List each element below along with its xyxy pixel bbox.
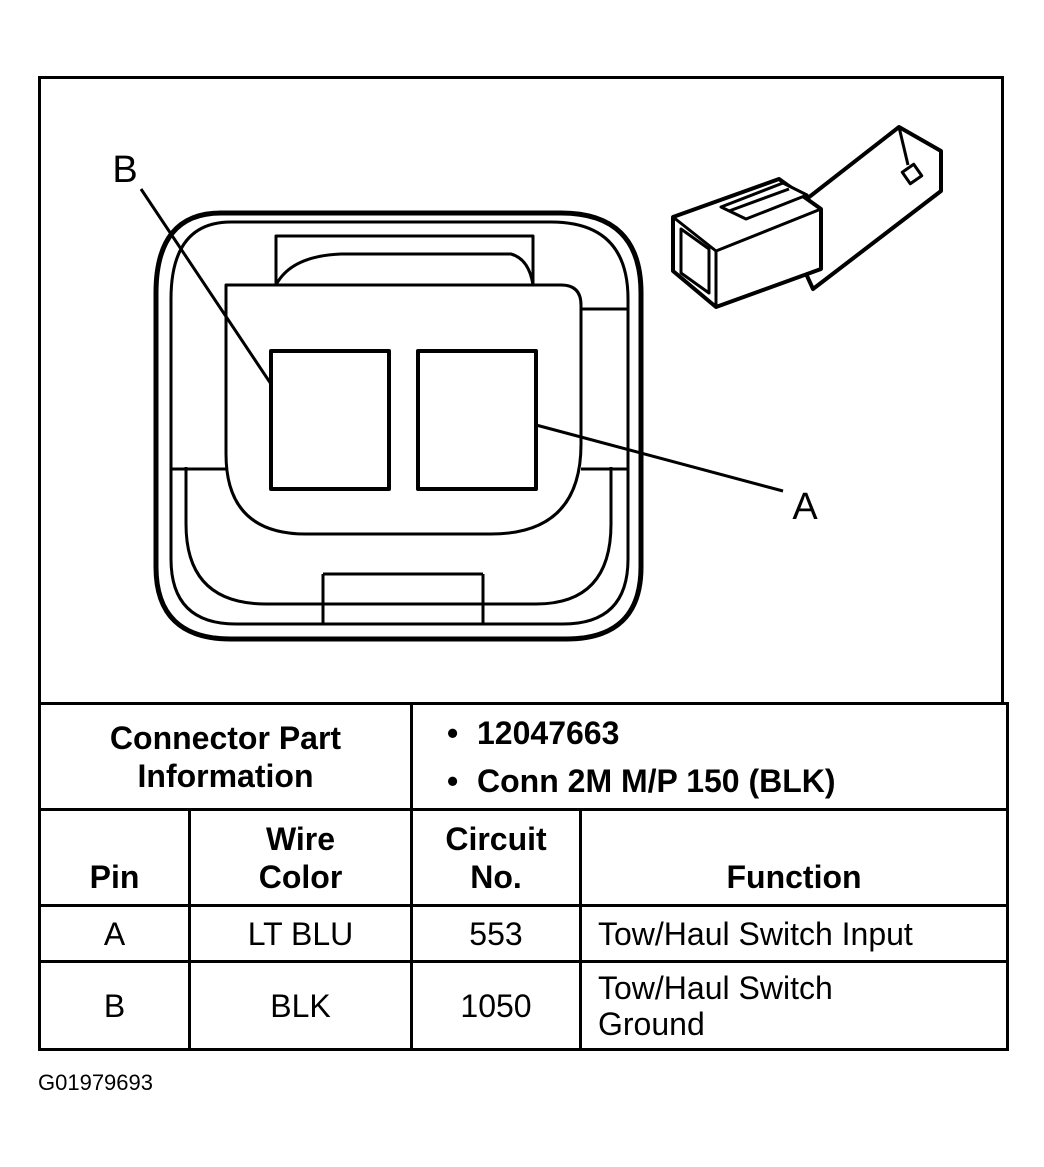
header-function: Function [578, 808, 1010, 907]
callout-b-leader [139, 188, 273, 385]
connector-outer-shell [153, 210, 644, 642]
connector-isometric-view [671, 125, 943, 309]
cell-wire-color: LT BLU [188, 904, 413, 963]
callout-b-label: B [112, 149, 137, 191]
part-info-list: 12047663 Conn 2M M/P 150 (BLK) [413, 709, 1006, 805]
cell-wire-color: BLK [188, 960, 413, 1051]
cavity-pin-b [269, 349, 391, 491]
connector-latch-tab [274, 234, 535, 285]
cavity-pin-a [416, 349, 538, 491]
header-circuit-no: Circuit No. [410, 808, 582, 907]
connector-description: Conn 2M M/P 150 (BLK) [447, 757, 1006, 805]
connector-face-diagram: B A [112, 125, 943, 642]
part-info-values-cell: 12047663 Conn 2M M/P 150 (BLK) [409, 702, 1010, 811]
cell-pin: A [38, 904, 191, 963]
part-info-row: Connector Part Information 12047663 Conn… [38, 702, 1010, 811]
callout-a-label: A [792, 486, 818, 528]
callout-a-leader [535, 423, 784, 493]
connector-pin-table: Connector Part Information 12047663 Conn… [38, 702, 1010, 1051]
figure-id: G01979693 [38, 1070, 153, 1095]
part-info-label: Connector Part Information [109, 719, 342, 794]
header-wire-color: Wire Color [188, 808, 413, 907]
connector-inner-lip [184, 467, 613, 606]
header-pin: Pin [38, 808, 191, 907]
cell-pin: B [38, 960, 191, 1051]
table-header-row: Pin Wire Color Circuit No. Function [38, 808, 1010, 907]
table-row: A LT BLU 553 Tow/Haul Switch Input [38, 904, 1010, 963]
connector-terminal-face [224, 283, 583, 536]
part-info-label-cell: Connector Part Information [38, 702, 413, 811]
part-number: 12047663 [447, 709, 1006, 757]
cell-function: Tow/Haul Switch Ground [578, 960, 1010, 1051]
connector-inner-ring [169, 220, 630, 626]
table-row: B BLK 1050 Tow/Haul Switch Ground [38, 960, 1010, 1051]
cell-function: Tow/Haul Switch Input [578, 904, 1010, 963]
connector-diagram-panel: B A [38, 76, 1004, 702]
cell-circuit: 553 [410, 904, 582, 963]
cell-circuit: 1050 [410, 960, 582, 1051]
